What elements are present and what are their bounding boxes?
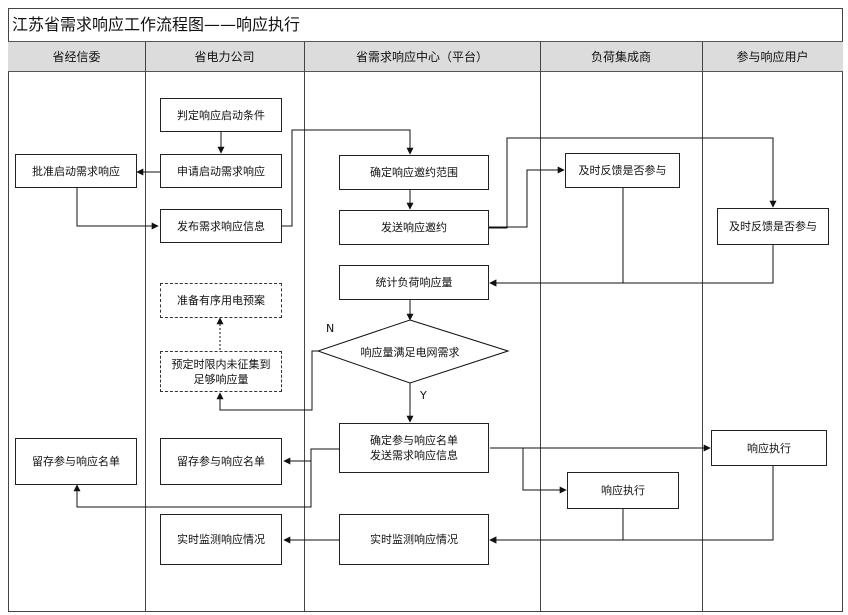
lane-divider bbox=[540, 42, 541, 612]
lane-header-user: 参与响应用户 bbox=[736, 50, 809, 64]
decision-label: 响应量满足电网需求 bbox=[360, 346, 460, 359]
lane-header-power: 省电力公司 bbox=[194, 50, 255, 64]
node-text: 响应执行 bbox=[601, 484, 645, 497]
node-text: 批准启动需求响应 bbox=[32, 164, 120, 178]
node-text: 发送响应邀约 bbox=[381, 221, 447, 234]
step-store-list-jxw: 留存参与响应名单 bbox=[15, 438, 137, 485]
step-send-invite: 发送响应邀约 bbox=[339, 210, 489, 245]
node-text: 实时监测响应情况 bbox=[177, 533, 265, 546]
edge-publish-confirmscope bbox=[282, 129, 414, 227]
node-text: 实时监测响应情况 bbox=[370, 533, 458, 546]
decision-diamond-shape bbox=[316, 319, 510, 384]
edge-approve-publish bbox=[76, 188, 159, 230]
edge-agg-monitor bbox=[489, 509, 624, 544]
node-text: 及时反馈是否参与 bbox=[729, 220, 817, 233]
node-text: 统计负荷响应量 bbox=[375, 276, 453, 289]
node-text: 确定响应邀约范围 bbox=[370, 166, 458, 179]
node-text: 申请启动需求响应 bbox=[177, 164, 265, 178]
step-confirm-list: 确定参与响应名单 发送需求响应信息 bbox=[339, 423, 489, 473]
step-apply-start: 申请启动需求响应 bbox=[160, 154, 282, 188]
step-not-enough: 预定时限内未征集到 足够响应量 bbox=[160, 351, 282, 392]
title-divider bbox=[8, 41, 843, 42]
step-store-list-power: 留存参与响应名单 bbox=[160, 438, 282, 485]
step-aggregator-feedback: 及时反馈是否参与 bbox=[565, 153, 680, 188]
edge-user-count bbox=[489, 245, 774, 287]
node-text: 留存参与响应名单 bbox=[32, 455, 120, 468]
edge-agg-count bbox=[489, 188, 624, 287]
step-prepare-plan: 准备有序用电预案 bbox=[160, 283, 282, 318]
node-text: 响应执行 bbox=[747, 441, 791, 455]
step-confirm-scope: 确定响应邀约范围 bbox=[339, 155, 489, 190]
edge-label-no: N bbox=[326, 322, 335, 335]
step-user-execute: 响应执行 bbox=[711, 430, 827, 466]
step-publish-info: 发布需求响应信息 bbox=[160, 209, 282, 243]
node-text: 留存参与响应名单 bbox=[177, 455, 265, 468]
step-approve-start: 批准启动需求响应 bbox=[15, 154, 137, 188]
edge-send-agg bbox=[489, 166, 565, 228]
diagram-title: 江苏省需求响应工作流程图——响应执行 bbox=[12, 15, 301, 34]
node-text: 发布需求响应信息 bbox=[177, 219, 265, 233]
node-text: 准备有序用电预案 bbox=[177, 294, 265, 307]
diagram-frame bbox=[8, 8, 843, 612]
lane-header-center: 省需求响应中心（平台） bbox=[355, 50, 488, 64]
node-text: 判定响应启动条件 bbox=[177, 108, 265, 122]
node-text: 足够响应量 bbox=[193, 372, 249, 386]
edge-list-storepower bbox=[283, 448, 339, 465]
step-judge-start: 判定响应启动条件 bbox=[160, 98, 282, 132]
node-text: 发送需求响应信息 bbox=[370, 449, 458, 462]
edge-user-monitor bbox=[489, 466, 774, 544]
lane-header-jxw: 省经信委 bbox=[52, 50, 101, 64]
edge-send-user bbox=[489, 137, 777, 229]
node-text: 确定参与响应名单 bbox=[370, 434, 458, 447]
edge-decision-no bbox=[216, 350, 318, 411]
lane-divider bbox=[145, 42, 146, 612]
step-count-response: 统计负荷响应量 bbox=[339, 265, 489, 300]
node-text: 预定时限内未征集到 bbox=[171, 357, 271, 371]
lane-header-row bbox=[8, 42, 843, 72]
step-aggregator-execute: 响应执行 bbox=[567, 472, 679, 509]
step-monitor-center: 实时监测响应情况 bbox=[339, 514, 489, 565]
edge-list-agg bbox=[522, 448, 567, 494]
step-user-feedback: 及时反馈是否参与 bbox=[717, 208, 829, 245]
edge-label-yes: Y bbox=[420, 389, 427, 402]
node-text: 及时反馈是否参与 bbox=[578, 164, 667, 177]
lane-divider bbox=[304, 42, 305, 612]
lane-header-aggregator: 负荷集成商 bbox=[590, 50, 651, 64]
lane-divider bbox=[702, 42, 703, 612]
step-monitor-power: 实时监测响应情况 bbox=[160, 514, 282, 565]
edge-list-storejxw bbox=[73, 461, 312, 508]
